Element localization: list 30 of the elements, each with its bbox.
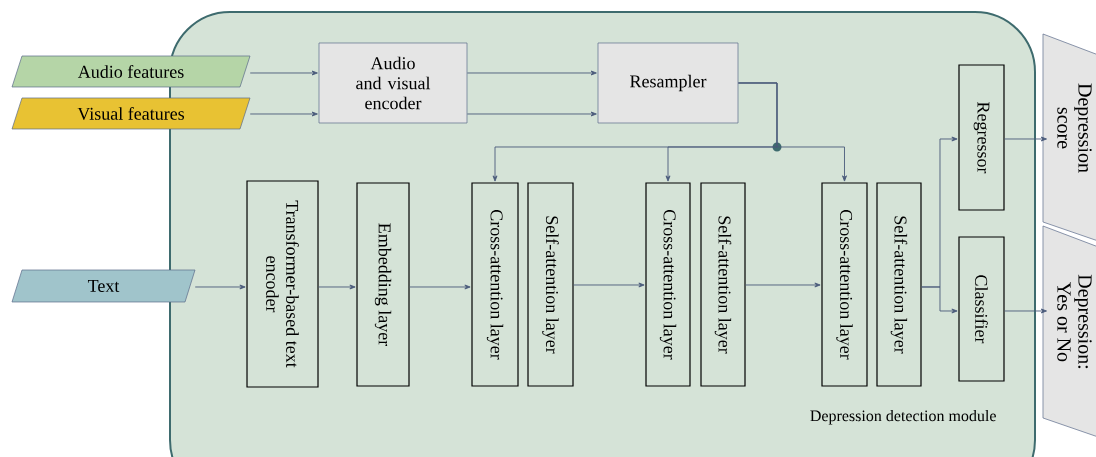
arrow <box>466 111 597 117</box>
input-parallelogram: Audio features <box>11 55 251 88</box>
layer-box: Cross-attention layer <box>471 182 519 387</box>
layer-box: Transformer-based text encoder <box>246 180 319 388</box>
arrow <box>1004 308 1047 314</box>
node-label: Depression: Yes or No <box>1057 274 1092 369</box>
arrow <box>249 111 318 117</box>
process-box: Audio and visual encoder <box>318 42 468 124</box>
layer-box: Cross-attention layer <box>645 182 691 387</box>
layer-box: Embedding layer <box>356 182 410 387</box>
process-box: Resampler <box>597 42 739 124</box>
arrow <box>921 286 958 314</box>
arrow <box>194 284 246 290</box>
layer-box: Self-attention layer <box>527 182 574 387</box>
layer-box: Self-attention layer <box>876 182 922 387</box>
arrow <box>318 284 356 290</box>
arrow <box>573 282 645 288</box>
layer-box: Regressor <box>958 64 1005 211</box>
input-parallelogram: Visual features <box>11 97 251 130</box>
arrow <box>466 70 597 76</box>
layer-box: Cross-attention layer <box>821 182 868 387</box>
input-parallelogram: Text <box>11 269 196 303</box>
arrow <box>249 70 318 76</box>
node-label: Depression score <box>1057 83 1092 173</box>
layer-box: Self-attention layer <box>700 182 746 387</box>
arrow <box>745 282 821 288</box>
layer-box: Classifier <box>958 236 1005 382</box>
arrow <box>737 82 847 182</box>
arrow <box>409 284 471 290</box>
arrow <box>1004 136 1047 142</box>
